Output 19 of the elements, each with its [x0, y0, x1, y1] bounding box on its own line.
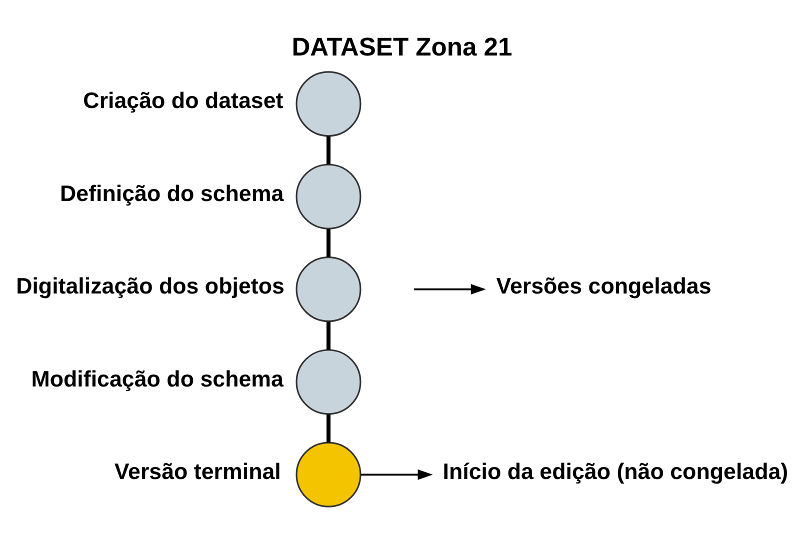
node-circle — [296, 163, 362, 229]
node-label: Definição do schema — [60, 180, 284, 206]
node-circle — [296, 441, 362, 507]
connector — [326, 228, 330, 257]
connector — [326, 136, 330, 164]
node-circle — [296, 70, 362, 136]
connector — [326, 321, 330, 350]
node-label: Versão terminal — [114, 458, 281, 484]
node-label: Modificação do schema — [31, 366, 284, 391]
diagram-title: DATASET Zona 21 — [292, 33, 512, 62]
arrow — [360, 468, 433, 480]
node-label: Digitalização dos objetos — [16, 273, 284, 298]
node-circle — [296, 256, 362, 322]
connector — [326, 414, 330, 442]
node-text: Versões congeladas — [496, 273, 712, 298]
node-text: Início da edição (não congelada) — [442, 458, 788, 484]
arrow — [414, 284, 486, 294]
node-label: Criação do dataset — [83, 88, 284, 113]
node-circle — [296, 348, 362, 414]
